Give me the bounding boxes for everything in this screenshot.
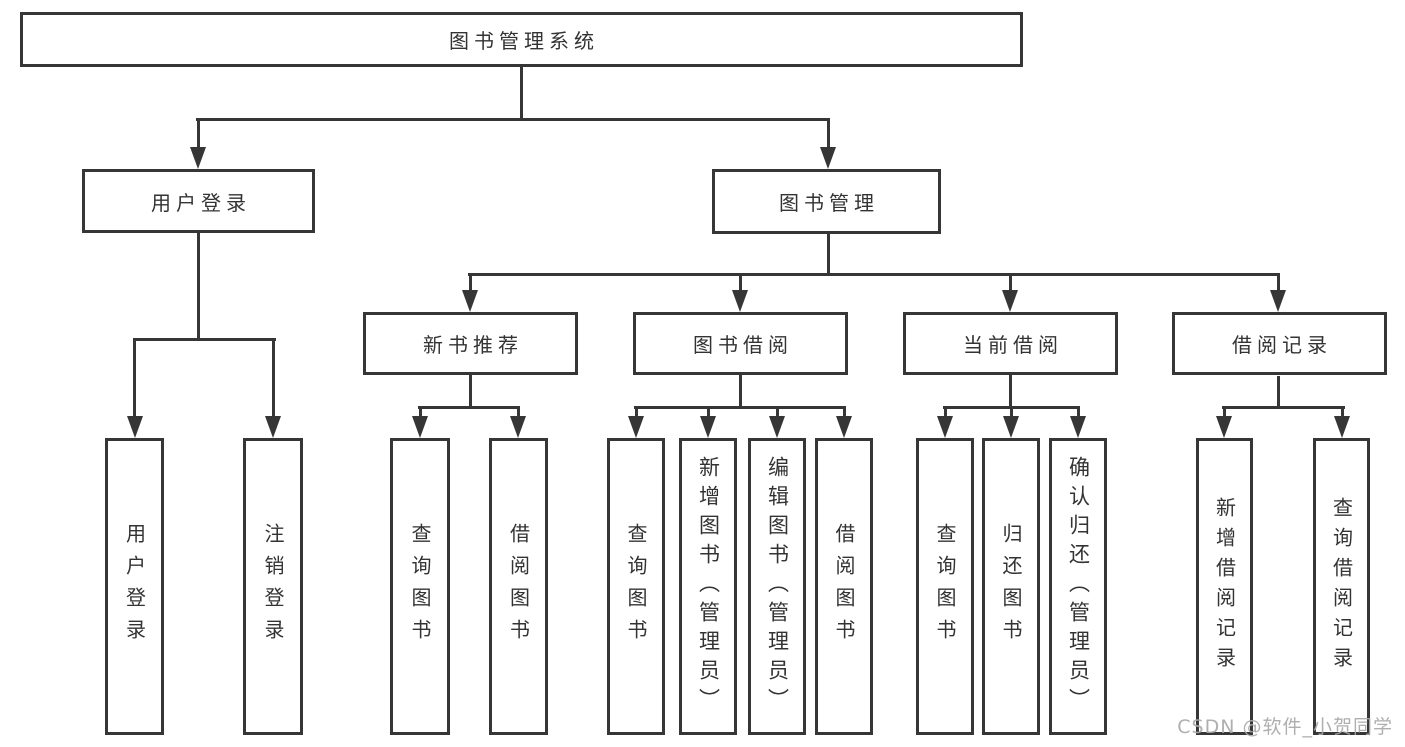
node-label: 图书管理: [779, 191, 879, 215]
arrowhead-down: [937, 416, 953, 438]
connector-line: [1341, 409, 1344, 418]
connector-line: [1077, 409, 1080, 418]
connector-line: [133, 338, 276, 341]
connector-line: [843, 409, 846, 418]
node-leaf-query-books-borrowing: 查询图书: [607, 438, 665, 735]
node-label: 新增图书（管理员）: [696, 456, 721, 717]
connector-line: [197, 232, 200, 341]
connector-line: [469, 375, 472, 409]
connector-line: [635, 409, 638, 418]
connector-line: [827, 234, 830, 276]
connector-line: [944, 409, 947, 418]
connector-line: [469, 276, 472, 292]
node-label: 注销登录: [261, 522, 285, 651]
node-leaf-confirm-return-admin: 确认归还（管理员）: [1049, 438, 1107, 735]
node-leaf-add-borrow-record: 新增借阅记录: [1196, 438, 1253, 735]
node-label: 当前借阅: [963, 333, 1063, 357]
node-leaf-edit-books-admin: 编辑图书（管理员）: [748, 438, 806, 735]
connector-line: [520, 67, 523, 120]
node-label: 查询图书: [933, 522, 957, 651]
node-new-book-recommend: 新书推荐: [363, 312, 578, 375]
node-user-login-group: 用户登录: [82, 169, 315, 233]
node-label: 借阅记录: [1232, 333, 1332, 357]
connector-line: [1222, 406, 1345, 409]
node-label: 查询图书: [624, 522, 648, 651]
arrowhead-down: [1334, 416, 1350, 438]
arrowhead-down: [628, 416, 644, 438]
connector-line: [776, 409, 779, 418]
node-library-management-system: 图书管理系统: [20, 12, 1023, 67]
connector-line: [739, 375, 742, 409]
arrowhead-down: [769, 416, 785, 438]
arrowhead-down: [732, 290, 748, 312]
node-borrowing-records: 借阅记录: [1172, 312, 1387, 375]
node-label: 确认归还（管理员）: [1066, 456, 1091, 717]
arrowhead-down: [1003, 416, 1019, 438]
connector-line: [1277, 376, 1280, 409]
node-leaf-logout: 注销登录: [243, 438, 303, 735]
arrowhead-down: [190, 147, 206, 169]
arrowhead-down: [1002, 290, 1018, 312]
node-label: 借阅图书: [832, 522, 856, 651]
node-leaf-query-borrow-record: 查询借阅记录: [1313, 438, 1370, 735]
arrowhead-down: [1070, 416, 1086, 438]
connector-line: [272, 341, 275, 418]
arrowhead-down: [510, 416, 526, 438]
node-book-borrowing: 图书借阅: [633, 312, 848, 375]
connector-line: [634, 406, 846, 409]
node-leaf-user-login: 用户登录: [105, 438, 164, 735]
connector-line: [197, 121, 200, 149]
arrowhead-down: [462, 290, 478, 312]
node-label: 查询图书: [408, 522, 432, 651]
node-label: 查询借阅记录: [1329, 496, 1354, 677]
connector-line: [1277, 276, 1280, 292]
connector-line: [739, 276, 742, 292]
connector-line: [468, 273, 1280, 276]
node-book-management: 图书管理: [712, 169, 941, 234]
connector-line: [943, 406, 1080, 409]
connector-line: [707, 409, 710, 418]
node-label: 图书借阅: [693, 333, 793, 357]
arrowhead-down: [836, 416, 852, 438]
node-label: 用户登录: [151, 190, 251, 215]
arrowhead-down: [1270, 290, 1286, 312]
connector-line: [419, 409, 422, 418]
connector-line: [133, 341, 136, 418]
node-label: 图书管理系统: [449, 29, 599, 53]
arrowhead-down: [265, 416, 281, 438]
node-label: 新书推荐: [423, 333, 523, 357]
node-leaf-borrow-books-borrowing: 借阅图书: [815, 438, 873, 735]
node-leaf-borrow-books-recommend: 借阅图书: [489, 438, 548, 735]
connector-line: [1010, 409, 1013, 418]
node-label: 借阅图书: [506, 522, 531, 651]
arrowhead-down: [820, 147, 836, 169]
node-leaf-query-books-recommend: 查询图书: [390, 438, 450, 735]
connector-line: [827, 121, 830, 149]
node-current-borrowing: 当前借阅: [903, 312, 1118, 375]
node-label: 用户登录: [122, 522, 147, 651]
arrowhead-down: [127, 416, 143, 438]
arrowhead-down: [412, 416, 428, 438]
node-label: 归还图书: [999, 522, 1023, 651]
connector-line: [196, 118, 830, 121]
connector-line: [1009, 375, 1012, 409]
csdn-watermark: CSDN @软件_小贺同学: [1177, 716, 1393, 738]
connector-line: [1223, 409, 1226, 418]
node-label: 新增借阅记录: [1212, 496, 1237, 677]
node-leaf-query-books-current: 查询图书: [916, 438, 974, 735]
connector-line: [517, 409, 520, 418]
node-label: 编辑图书（管理员）: [765, 456, 790, 717]
arrowhead-down: [700, 416, 716, 438]
node-leaf-return-books: 归还图书: [982, 438, 1040, 735]
connector-line: [1009, 276, 1012, 292]
connector-line: [418, 406, 520, 409]
node-leaf-add-books-admin: 新增图书（管理员）: [679, 438, 737, 735]
arrowhead-down: [1216, 416, 1232, 438]
